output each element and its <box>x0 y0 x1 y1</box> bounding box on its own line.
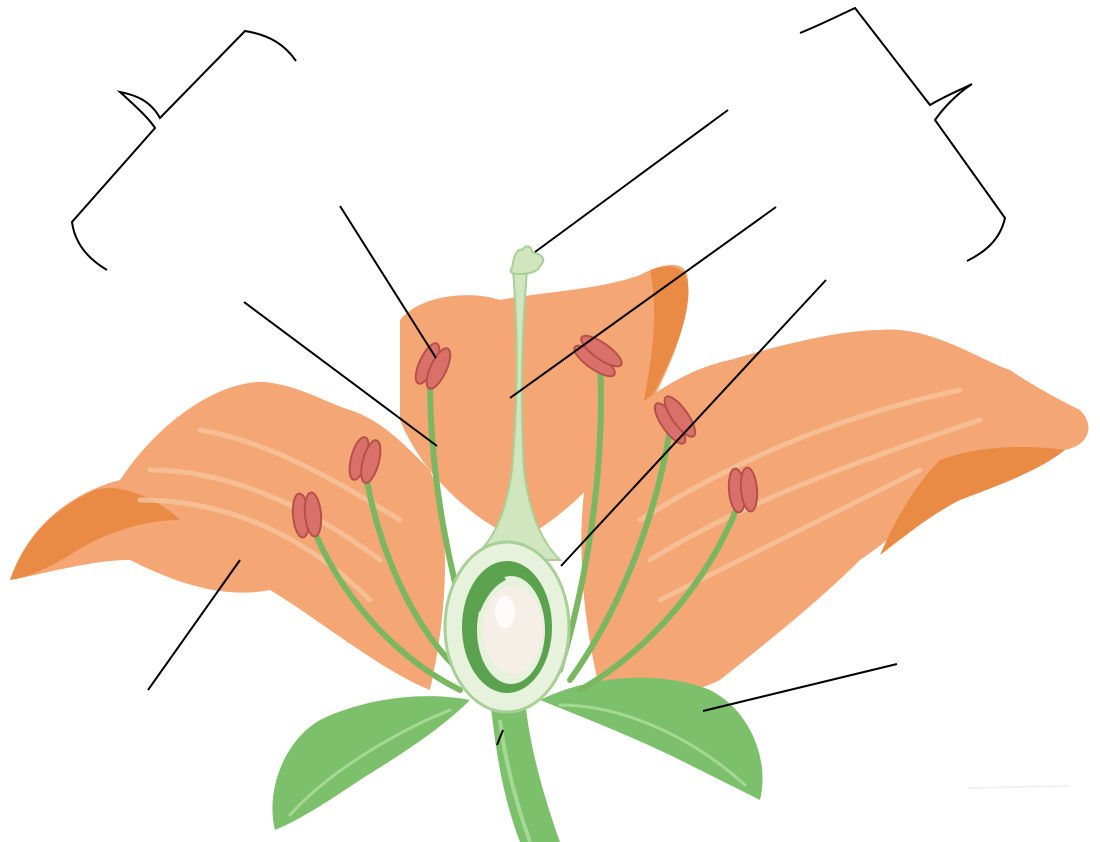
bracket-right <box>800 8 1005 261</box>
faint-mark <box>968 786 1070 788</box>
right-sepal <box>540 678 763 800</box>
bracket-left <box>72 31 296 270</box>
leader-line-stigma <box>535 110 728 252</box>
ovule-highlight <box>495 596 515 628</box>
leader-line-anther <box>340 206 436 358</box>
anther-1 <box>291 492 323 538</box>
left-sepal <box>272 696 470 830</box>
ovule <box>483 586 543 674</box>
leader-line-sepal <box>703 664 897 711</box>
anther-6 <box>727 467 759 513</box>
